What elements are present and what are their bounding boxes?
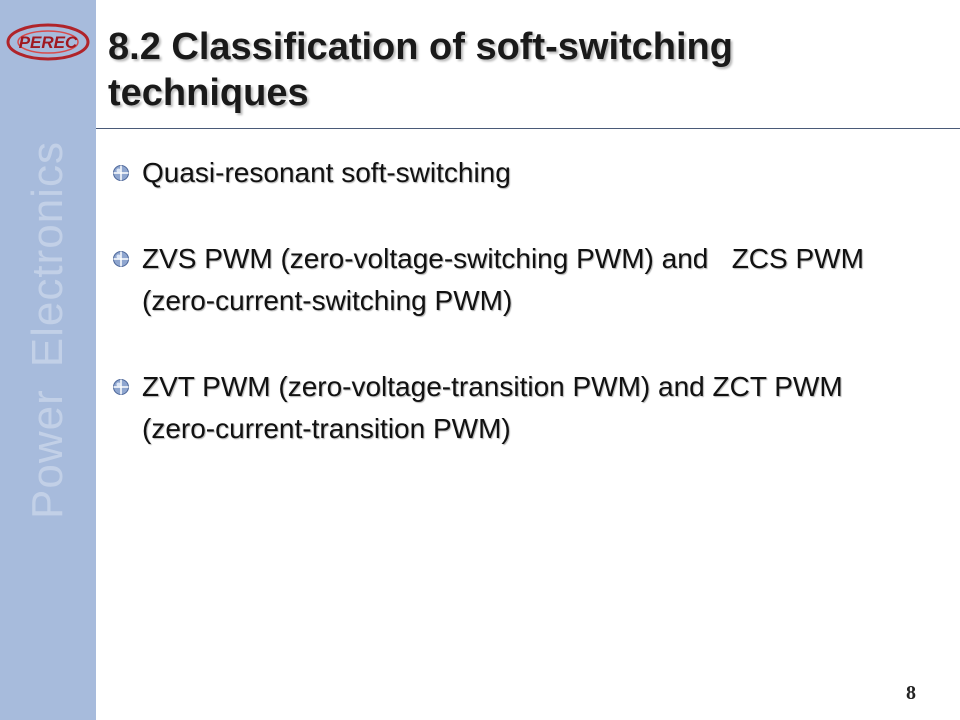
bullet-icon — [113, 165, 129, 181]
sidebar-vertical-title: Power Electronics — [23, 141, 73, 519]
bullet-list: Quasi-resonant soft-switching ZVS PWM (z… — [112, 152, 902, 494]
slide-title: 8.2 Classification of soft-switching tec… — [108, 26, 733, 115]
bullet-text: ZVT PWM (zero-voltage-transition PWM) an… — [142, 371, 843, 444]
page-number: 8 — [906, 682, 916, 704]
sidebar-word-electronics: Electronics — [23, 141, 72, 368]
title-divider — [96, 128, 960, 129]
logo-text: PEREC — [19, 33, 78, 52]
bullet-item: ZVT PWM (zero-voltage-transition PWM) an… — [112, 366, 902, 450]
bullet-icon — [113, 251, 129, 267]
bullet-icon — [113, 379, 129, 395]
bullet-text: Quasi-resonant soft-switching — [142, 157, 511, 188]
bullet-text: ZVS PWM (zero-voltage-switching PWM) and… — [142, 243, 872, 316]
perec-logo: PEREC — [6, 23, 90, 61]
sidebar-band: PEREC Power Electronics — [0, 0, 96, 720]
sidebar-word-power: Power — [23, 389, 72, 519]
bullet-item: ZVS PWM (zero-voltage-switching PWM) and… — [112, 238, 902, 322]
bullet-item: Quasi-resonant soft-switching — [112, 152, 902, 194]
